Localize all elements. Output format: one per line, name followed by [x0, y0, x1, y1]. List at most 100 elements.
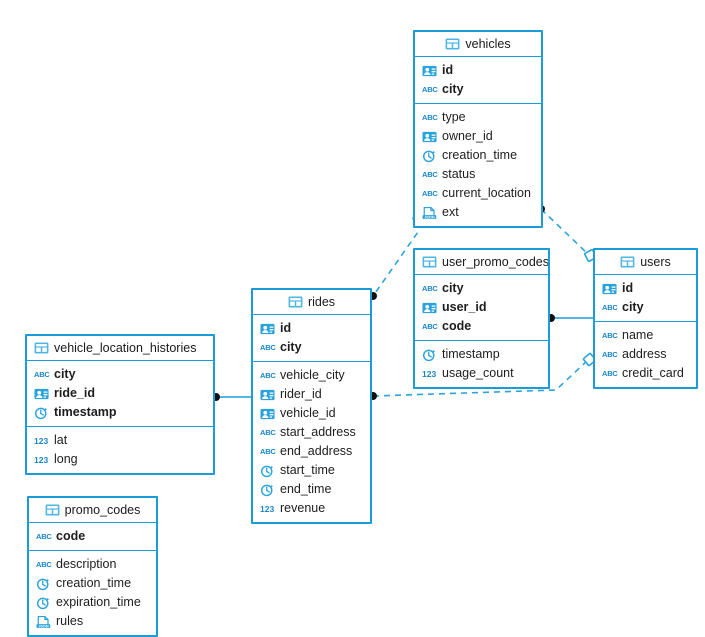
- table-icon: [445, 38, 460, 50]
- field-name: ride_id: [54, 386, 95, 400]
- relationship-line: [372, 359, 589, 397]
- field-row[interactable]: expiration_time: [29, 593, 156, 612]
- entity-table-title: vehicles: [465, 37, 511, 52]
- field-name: status: [442, 167, 476, 181]
- field-name: description: [56, 557, 117, 571]
- table-icon: [620, 256, 635, 268]
- json-icon: [36, 615, 51, 629]
- key-id-icon: [602, 282, 617, 296]
- field-name: timestamp: [442, 347, 500, 361]
- number-icon: 123: [34, 454, 49, 465]
- clock-icon: [34, 406, 49, 420]
- field-row[interactable]: ABC credit_card: [595, 364, 696, 383]
- field-name: user_id: [442, 300, 487, 314]
- table-icon: [288, 296, 303, 308]
- clock-icon: [260, 464, 275, 478]
- clock-icon: [422, 149, 437, 163]
- abc-icon: ABC: [260, 370, 276, 380]
- entity-table-header[interactable]: vehicles: [415, 32, 541, 57]
- field-name: creation_time: [442, 148, 518, 162]
- clock-icon: [260, 483, 275, 497]
- abc-icon: ABC: [36, 531, 52, 541]
- abc-icon: ABC: [260, 427, 276, 437]
- abc-icon: ABC: [36, 559, 52, 569]
- field-row[interactable]: user_id: [415, 298, 548, 317]
- field-row[interactable]: creation_time: [415, 146, 541, 165]
- relationship-line: [372, 222, 419, 297]
- field-row[interactable]: id: [595, 279, 696, 298]
- field-row[interactable]: id: [253, 319, 370, 338]
- field-row[interactable]: timestamp: [27, 403, 213, 422]
- field-name: usage_count: [442, 366, 514, 380]
- abc-icon: ABC: [34, 369, 50, 379]
- entity-table-header[interactable]: vehicle_location_histories: [27, 336, 213, 361]
- entity-table-title: users: [640, 255, 671, 270]
- field-row[interactable]: start_time: [253, 461, 370, 480]
- clock-icon: [36, 577, 51, 591]
- entity-table-header[interactable]: rides: [253, 290, 370, 315]
- field-name: timestamp: [54, 405, 117, 419]
- field-row[interactable]: ABC description: [29, 555, 156, 574]
- entity-table-title: rides: [307, 295, 336, 310]
- number-icon: 123: [422, 368, 437, 379]
- table-icon: [34, 342, 49, 354]
- table-icon: [422, 256, 437, 268]
- field-row[interactable]: rider_id: [253, 385, 370, 404]
- entity-table-header[interactable]: users: [595, 250, 696, 275]
- abc-icon: ABC: [260, 446, 276, 456]
- field-row[interactable]: ride_id: [27, 384, 213, 403]
- abc-icon: ABC: [602, 368, 618, 378]
- field-row[interactable]: ext: [415, 203, 541, 222]
- field-row[interactable]: creation_time: [29, 574, 156, 593]
- field-row[interactable]: vehicle_id: [253, 404, 370, 423]
- field-row[interactable]: 123 usage_count: [415, 364, 548, 383]
- field-row[interactable]: end_time: [253, 480, 370, 499]
- field-name: credit_card: [622, 366, 684, 380]
- field-row[interactable]: owner_id: [415, 127, 541, 146]
- key-id-icon: [260, 322, 275, 336]
- entity-table-title: promo_codes: [64, 503, 141, 518]
- field-row[interactable]: rules: [29, 612, 156, 631]
- relationship-vehiclelocationhistories-rides: [212, 393, 252, 401]
- field-name: code: [56, 529, 86, 543]
- field-row[interactable]: ABC code: [29, 527, 156, 546]
- key-id-icon: [422, 64, 437, 78]
- abc-icon: ABC: [602, 349, 618, 359]
- field-row[interactable]: timestamp: [415, 345, 548, 364]
- field-row[interactable]: id: [415, 61, 541, 80]
- entity-table-header[interactable]: user_promo_codes: [415, 250, 548, 275]
- entity-table-header[interactable]: promo_codes: [29, 498, 156, 523]
- json-icon: [422, 206, 437, 220]
- field-name: expiration_time: [56, 595, 141, 609]
- abc-icon: ABC: [422, 188, 438, 198]
